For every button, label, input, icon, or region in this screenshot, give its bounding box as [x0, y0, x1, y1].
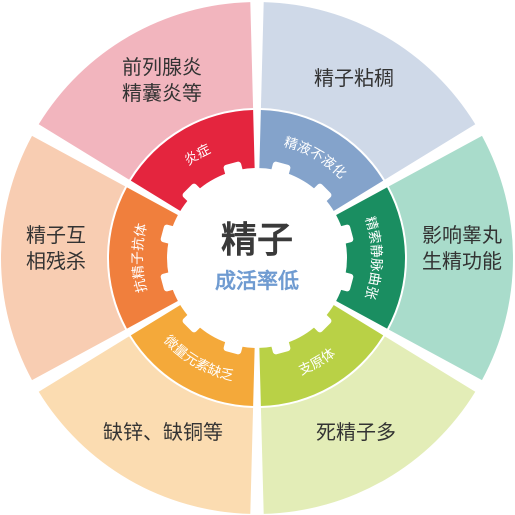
- outer-label-bottom-right: 死精子多: [316, 420, 396, 444]
- sector-outer-top-left: [38, 2, 254, 180]
- sector-outer-left: [1, 135, 126, 381]
- ring-segment-bottom-right: [259, 303, 384, 406]
- center-hub: [160, 161, 354, 355]
- ring-segment-top-left: [130, 110, 255, 213]
- sector-outer-bottom-right: [260, 336, 476, 514]
- outer-label-top-left: 前列腺炎精囊炎等: [122, 55, 202, 105]
- sector-outer-top-right: [260, 2, 476, 180]
- sector-outer-bottom-left: [38, 336, 254, 514]
- center-title: 精子: [221, 220, 293, 261]
- center-subtitle: 成活率低: [215, 269, 299, 293]
- ring-segment-bottom-left: [130, 303, 255, 406]
- outer-label-left: 精子互相残杀: [26, 223, 86, 273]
- outer-label-right: 影响睾丸生精功能: [422, 223, 502, 273]
- ring-label-right: 精索静脉曲张: [361, 215, 384, 302]
- sector-outer-right: [388, 135, 513, 381]
- outer-label-top-right: 精子粘稠: [314, 66, 394, 90]
- ring-segment-left: [108, 187, 180, 329]
- ring-segment-top-right: [259, 110, 384, 213]
- ring-label-left: 抗精子抗体: [130, 221, 151, 294]
- outer-label-bottom-left: 缺锌、缺铜等: [103, 420, 223, 444]
- ring-segment-right: [334, 187, 406, 329]
